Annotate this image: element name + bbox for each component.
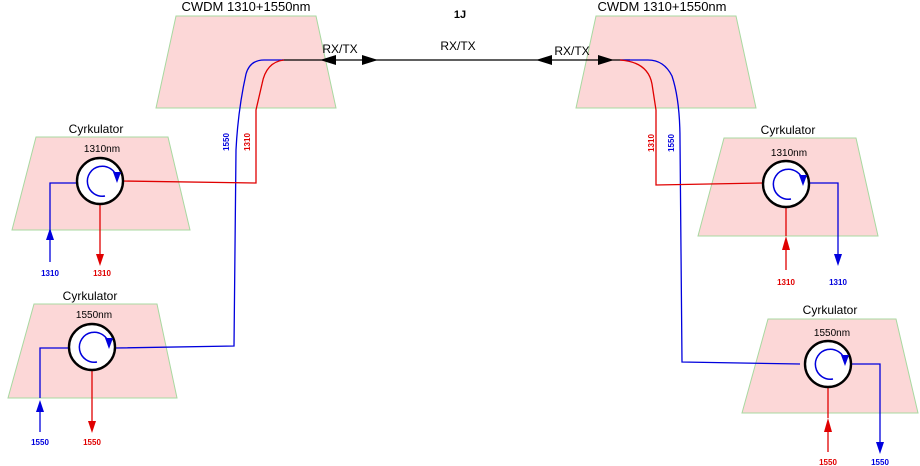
right-vertical-label-blue: 1550	[667, 134, 676, 152]
circulator-tl-output-arrow	[96, 254, 104, 266]
link-arrow-right-a	[536, 55, 552, 65]
circulator-tr-output-arrow	[834, 254, 842, 266]
circulator-tl-input-path	[49, 182, 76, 232]
link-arrow-left-b	[362, 55, 378, 65]
circulator-bl-symbol	[67, 322, 117, 372]
cwdm-right-port-label: RX/TX	[554, 44, 589, 58]
circulator-br-output-arrow	[876, 442, 884, 454]
circulator-bl-input-arrow	[36, 400, 44, 412]
circulator-bl-wavelength: 1550nm	[76, 310, 112, 321]
link-label: RX/TX	[440, 39, 475, 53]
circulator-bl-input-label: 1550	[31, 438, 49, 447]
circulator-br-title: Cyrkulator	[803, 303, 858, 317]
diagram-mark: 1J	[454, 9, 466, 21]
cwdm-left-title: CWDM 1310+1550nm	[182, 0, 311, 14]
left-vertical-label-red: 1310	[243, 133, 252, 151]
circulator-bl-output-label: 1550	[83, 438, 101, 447]
circulator-br-output-path	[852, 363, 881, 444]
cwdm-right-panel	[575, 15, 757, 109]
circulator-tl-output-label: 1310	[93, 269, 111, 278]
circulator-br-input-arrow	[824, 418, 832, 432]
link-arrow-left-a	[320, 55, 336, 65]
circulator-tr-title: Cyrkulator	[761, 123, 816, 137]
left-vertical-label-blue: 1550	[222, 133, 231, 151]
circulator-bl-title: Cyrkulator	[63, 289, 118, 303]
circulator-tr-symbol	[761, 159, 811, 209]
cwdm-left-panel	[155, 15, 337, 109]
circulator-tl-input-arrow	[46, 228, 54, 240]
cwdm-left-port-label: RX/TX	[322, 42, 357, 56]
right-vertical-label-red: 1310	[647, 134, 656, 152]
circulator-tl-symbol	[75, 156, 125, 206]
circulator-tr-output-label: 1310	[829, 278, 847, 287]
circulator-tr-input-arrow	[782, 236, 790, 250]
circulator-bl-output-arrow	[88, 421, 96, 433]
circulator-tr-input-label: 1310	[777, 278, 795, 287]
left-blue-1550-path	[115, 59, 284, 349]
circulator-tl-wavelength: 1310nm	[84, 144, 120, 155]
left-red-1310-path	[121, 59, 285, 184]
circulator-tr-output-path	[810, 182, 839, 256]
circulator-bl-input-path	[39, 347, 68, 398]
right-red-1310-path	[619, 59, 763, 186]
circulator-br-symbol	[803, 339, 853, 389]
right-blue-1550-path	[620, 59, 801, 365]
cwdm-right-title: CWDM 1310+1550nm	[598, 0, 727, 14]
circulator-tr-wavelength: 1310nm	[771, 148, 807, 159]
link-arrow-right-b	[598, 55, 614, 65]
circulator-br-wavelength: 1550nm	[814, 328, 850, 339]
circulator-tl-input-label: 1310	[41, 269, 59, 278]
circulator-br-output-label: 1550	[871, 458, 889, 466]
circulator-br-input-label: 1550	[819, 458, 837, 466]
circulator-tl-title: Cyrkulator	[69, 122, 124, 136]
